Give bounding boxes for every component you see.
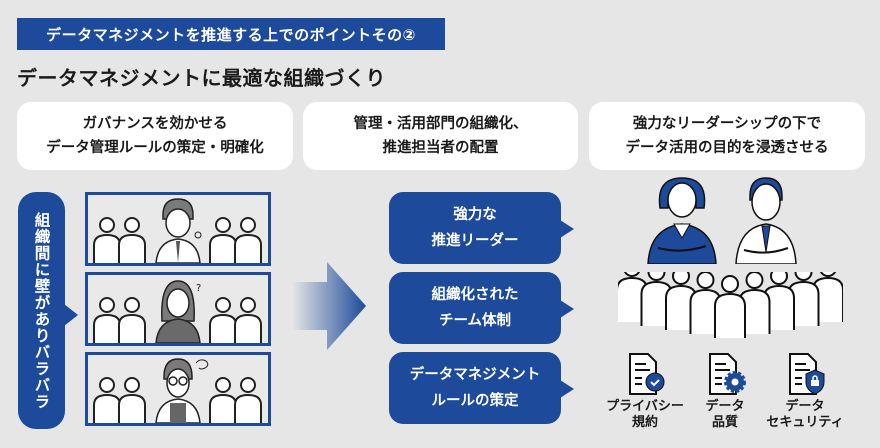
solution-bubble-rules: データマネジメント ルールの策定 — [389, 352, 574, 424]
team-member-icon — [714, 275, 746, 338]
document-gear-icon — [709, 353, 746, 395]
woman-confused-icon: ? — [155, 280, 201, 343]
rule-label: データ品質 — [705, 399, 745, 430]
silo-scene-3 — [85, 352, 271, 426]
male-leader-icon — [735, 177, 797, 264]
page-title: データマネジメントに最適な組織づくり — [17, 66, 386, 90]
goal-line-2: データ管理ルールの策定・明確化 — [46, 140, 264, 156]
solution-bubble-leader: 強力な 推進リーダー — [389, 192, 574, 264]
solution-line-2: 推進リーダー — [431, 233, 519, 249]
silo-scene-1 — [85, 192, 271, 266]
solution-line-1: 強力な — [453, 207, 497, 223]
silo-scene-2: ? — [85, 272, 271, 346]
section-banner: データマネジメントを推進する上でのポイントその② — [17, 18, 445, 50]
team-crowd-icon — [618, 272, 843, 338]
rule-label: プライバシー規約 — [606, 399, 684, 430]
solution-line-2: チーム体制 — [438, 313, 512, 329]
transition-arrow-icon — [292, 262, 366, 350]
document-lock-icon — [789, 353, 825, 395]
goal-card-organization: 管理・活用部門の組織化、 推進担当者の配置 — [303, 102, 578, 170]
team-member-icon — [787, 272, 820, 326]
goal-line-1: 管理・活用部門の組織化、 — [353, 116, 528, 132]
solution-line-1: 組織化された — [431, 287, 519, 303]
team-member-icon — [738, 272, 771, 334]
svg-text:?: ? — [196, 283, 201, 294]
people-group-icon — [93, 358, 262, 423]
team-member-icon — [640, 272, 673, 326]
people-group-icon: ? — [93, 280, 262, 343]
rule-quality: データ品質 — [680, 352, 770, 431]
rule-privacy: プライバシー規約 — [600, 352, 690, 431]
goal-line-1: ガバナンスを効かせる — [82, 116, 228, 132]
rule-label: データセキュリティ — [766, 399, 844, 430]
people-group-icon — [93, 198, 262, 263]
goal-card-leadership: 強力なリーダーシップの下で データ活用の目的を浸透させる — [589, 102, 865, 170]
solution-bubble-team: 組織化された チーム体制 — [389, 272, 574, 344]
man-glasses-puzzled-icon — [155, 358, 209, 423]
female-leader-icon — [647, 177, 717, 264]
solution-line-2: ルールの策定 — [431, 393, 519, 409]
goal-line-1: 強力なリーダーシップの下で — [632, 116, 822, 132]
goal-line-2: データ活用の目的を浸透させる — [625, 140, 829, 156]
man-thinking-icon — [155, 198, 202, 263]
goal-line-2: 推進担当者の配置 — [382, 140, 499, 156]
problem-bubble: 組織間に壁がありバラバラ — [18, 192, 78, 429]
leaders-icon — [647, 177, 797, 264]
document-check-icon — [629, 353, 665, 395]
rule-security: データセキュリティ — [760, 352, 850, 431]
goal-card-rules: ガバナンスを効かせる データ管理ルールの策定・明確化 — [17, 102, 293, 170]
solution-line-1: データマネジメント — [409, 367, 541, 383]
